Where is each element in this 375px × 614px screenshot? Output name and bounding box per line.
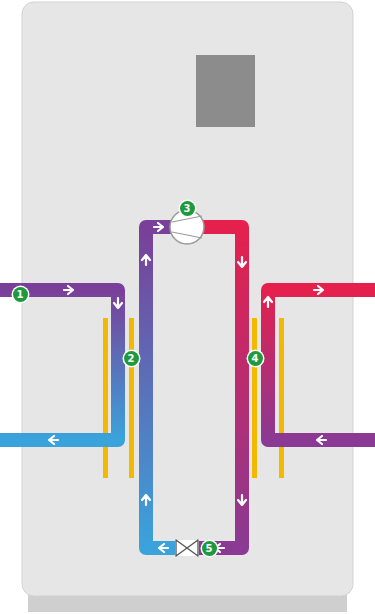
pipes <box>0 227 375 548</box>
callout-number: 2 <box>124 351 139 366</box>
expansion-valve-symbol <box>175 540 199 556</box>
flow-arrows <box>49 223 326 552</box>
cabinet <box>22 2 353 596</box>
callout-number: 4 <box>248 351 263 366</box>
callout-number: 1 <box>13 287 28 302</box>
callout-number: 5 <box>202 541 217 556</box>
display-panel <box>196 55 255 127</box>
heat-exchanger-plates <box>103 318 284 478</box>
callout-number: 3 <box>180 201 195 216</box>
